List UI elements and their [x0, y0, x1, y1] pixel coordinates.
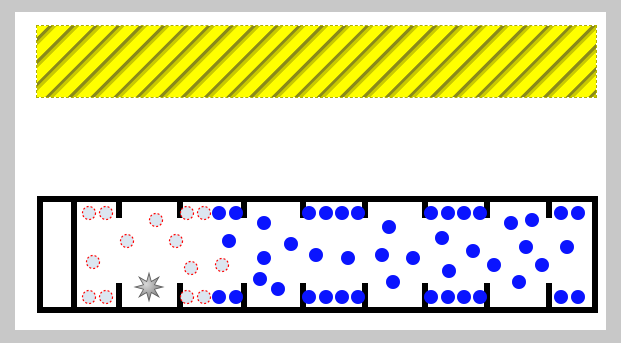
- blue-ball: [554, 290, 568, 304]
- ghost-ball: [198, 207, 211, 220]
- blue-ball: [257, 251, 271, 265]
- blue-ball: [457, 290, 471, 304]
- blue-ball: [229, 290, 243, 304]
- wall-segment: [422, 196, 490, 202]
- ghost-ball: [170, 235, 183, 248]
- blue-ball: [457, 206, 471, 220]
- ghost-ball: [181, 207, 194, 220]
- blue-ball: [309, 248, 323, 262]
- wall-segment: [300, 196, 368, 202]
- blue-ball: [335, 206, 349, 220]
- blue-ball: [487, 258, 501, 272]
- blue-ball: [319, 290, 333, 304]
- blue-ball: [504, 216, 518, 230]
- ghost-ball: [100, 207, 113, 220]
- player-group[interactable]: [135, 273, 163, 301]
- blue-ball: [512, 275, 526, 289]
- blue-ball: [351, 206, 365, 220]
- blue-ball: [571, 206, 585, 220]
- blue-ball: [424, 206, 438, 220]
- wall-segment: [546, 196, 598, 202]
- blue-ball: [473, 206, 487, 220]
- wall-segment: [37, 196, 43, 313]
- ghost-ball: [216, 259, 229, 272]
- blue-ball: [406, 251, 420, 265]
- blue-ball: [571, 290, 585, 304]
- blue-ball: [257, 216, 271, 230]
- ghost-ball: [100, 291, 113, 304]
- blue-ball: [212, 290, 226, 304]
- blue-balls: [212, 206, 585, 304]
- blue-ball: [560, 240, 574, 254]
- blue-ball: [441, 290, 455, 304]
- blue-ball: [351, 290, 365, 304]
- wall-segment: [177, 196, 247, 202]
- blue-ball: [441, 206, 455, 220]
- blue-ball: [319, 206, 333, 220]
- blue-ball: [341, 251, 355, 265]
- wall-segment: [592, 196, 598, 313]
- blue-ball: [222, 234, 236, 248]
- blue-ball: [519, 240, 533, 254]
- blue-ball: [302, 290, 316, 304]
- spiky-ball-icon[interactable]: [135, 273, 163, 301]
- blue-ball: [525, 213, 539, 227]
- blue-ball: [535, 258, 549, 272]
- ghost-ball: [87, 256, 100, 269]
- blue-ball: [435, 231, 449, 245]
- wall-segment: [71, 196, 77, 313]
- blue-ball: [229, 206, 243, 220]
- wall-segment: [116, 196, 122, 218]
- blue-ball: [386, 275, 400, 289]
- blue-ball: [442, 264, 456, 278]
- ghost-ball: [83, 207, 96, 220]
- blue-ball: [302, 206, 316, 220]
- blue-ball: [284, 237, 298, 251]
- wall-segment: [116, 283, 122, 313]
- blue-ball: [212, 206, 226, 220]
- blue-ball: [473, 290, 487, 304]
- blue-ball: [253, 272, 267, 286]
- wall-segment: [71, 196, 121, 202]
- blue-ball: [466, 244, 480, 258]
- ghost-ball: [181, 291, 194, 304]
- wall-segment: [546, 283, 552, 313]
- ghost-ball: [198, 291, 211, 304]
- blue-ball: [424, 290, 438, 304]
- ghost-ball: [185, 262, 198, 275]
- wall-segment: [546, 196, 552, 218]
- ghost-ball: [150, 214, 163, 227]
- ghost-ball: [121, 235, 134, 248]
- blue-ball: [335, 290, 349, 304]
- blue-ball: [382, 220, 396, 234]
- ghost-ball: [83, 291, 96, 304]
- blue-ball: [271, 282, 285, 296]
- blue-ball: [554, 206, 568, 220]
- blue-ball: [375, 248, 389, 262]
